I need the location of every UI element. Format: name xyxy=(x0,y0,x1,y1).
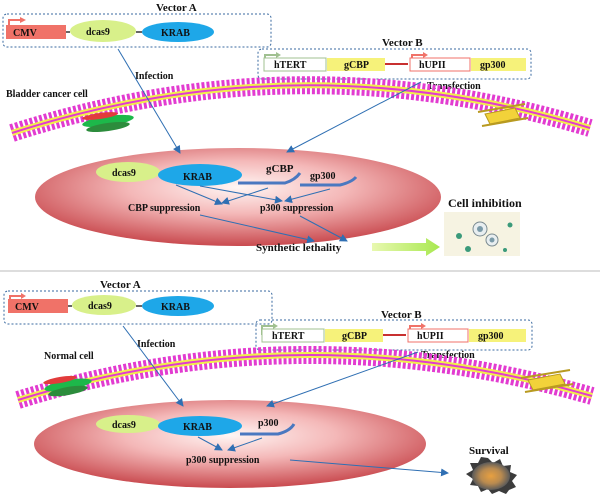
bottom-nucleus-p300-label: p300 xyxy=(258,418,279,429)
top-nucleus-gp300-label: gp300 xyxy=(310,171,336,182)
top-cell-inhibition-image xyxy=(444,212,520,256)
top-cmv-box xyxy=(6,25,66,39)
top-hupii-label: hUPII xyxy=(419,60,446,71)
top-transfection-label: Transfection xyxy=(427,81,481,92)
top-cmv-label: CMV xyxy=(13,28,38,39)
top-outcome-label: Cell inhibition xyxy=(448,196,522,210)
top-infection-arrow xyxy=(117,48,181,154)
bottom-nucleus-krab-label: KRAB xyxy=(183,422,212,433)
bottom-transfection-label: Transfection xyxy=(421,350,475,361)
bottom-gcbp-box xyxy=(325,329,383,342)
bottom-krab-label: KRAB xyxy=(161,302,190,313)
bottom-htert-label: hTERT xyxy=(272,331,305,342)
bottom-cmv-box xyxy=(8,299,68,313)
bottom-membrane-receptor-left xyxy=(43,375,92,397)
bottom-membrane-receptor-right xyxy=(520,369,574,393)
top-htert-box xyxy=(263,57,327,72)
bottom-vector-b: Vector B hTERT gCBP hUPII gp300 xyxy=(255,309,533,351)
bottom-gcbp-label: gCBP xyxy=(342,331,367,342)
top-vector-b-title: Vector B xyxy=(382,37,423,49)
top-vector-a: Vector A CMV dcas9 KRAB xyxy=(2,2,272,48)
bottom-infection-label: Infection xyxy=(137,339,176,350)
top-membrane-receptor-right xyxy=(477,103,529,127)
bottom-dcas9-label: dcas9 xyxy=(88,301,112,312)
bottom-infection-arrow xyxy=(122,325,184,407)
bottom-hupii-label: hUPII xyxy=(417,331,444,342)
bottom-vector-b-title: Vector B xyxy=(381,309,422,321)
top-lethality-arrow xyxy=(372,238,440,256)
bottom-cmv-label: CMV xyxy=(15,302,40,313)
bottom-nucleus-arrows xyxy=(197,436,449,477)
bottom-vector-b-box xyxy=(255,319,533,351)
top-vector-b-box xyxy=(257,48,532,80)
top-nucleus-arrows xyxy=(175,184,348,244)
bottom-outcome-label: Survival xyxy=(469,445,509,457)
bottom-cell-membrane xyxy=(15,345,595,409)
top-transfection-arrow xyxy=(286,81,422,153)
bottom-hupii-box xyxy=(407,328,469,343)
top-gp300-box xyxy=(471,58,526,71)
top-nucleus xyxy=(35,148,441,246)
top-nucleus-dcas9-label: dcas9 xyxy=(112,168,136,179)
bottom-dcas9-shape xyxy=(72,295,136,315)
bottom-p300-strand xyxy=(240,423,296,436)
top-infection-label: Infection xyxy=(135,71,174,82)
top-dcas9-shape xyxy=(70,20,136,42)
top-nucleus-dcas9 xyxy=(96,162,160,182)
bottom-transfection-arrow xyxy=(266,351,419,408)
bottom-krab-shape xyxy=(142,296,214,316)
bottom-nucleus-dcas9 xyxy=(96,415,160,433)
top-panel: Vector A CMV dcas9 KRAB Vector B hTERT g… xyxy=(2,2,593,256)
top-nucleus-gcbp-label: gCBP xyxy=(266,163,294,175)
bottom-cell-label: Normal cell xyxy=(44,351,94,362)
bottom-htert-box xyxy=(261,328,325,343)
top-gcbp-label: gCBP xyxy=(344,60,369,71)
top-nucleus-krab xyxy=(158,164,242,186)
top-membrane-receptor-left xyxy=(82,112,134,133)
top-htert-label: hTERT xyxy=(274,60,307,71)
bottom-vector-a-box xyxy=(3,290,273,325)
top-vector-a-title: Vector A xyxy=(156,2,197,14)
bottom-gp300-box xyxy=(469,329,526,342)
top-krab-label: KRAB xyxy=(161,28,190,39)
top-gp300-label: gp300 xyxy=(480,60,506,71)
top-p300-suppression: p300 suppression xyxy=(260,203,334,214)
bottom-gp300-label: gp300 xyxy=(478,331,504,342)
bottom-panel: Vector A CMV dcas9 KRAB Vector B hTERT g… xyxy=(3,279,595,494)
top-vector-b: Vector B hTERT gCBP hUPII gp300 xyxy=(257,37,532,80)
bottom-nucleus xyxy=(34,400,426,488)
top-cbp-suppression: CBP suppression xyxy=(128,203,201,214)
bottom-p300-suppression: p300 suppression xyxy=(186,455,260,466)
top-gp300-strand xyxy=(300,175,358,187)
top-gcbp-strand xyxy=(238,172,302,185)
top-vector-a-box xyxy=(2,13,272,48)
top-hupii-box xyxy=(409,57,471,72)
top-dcas9-label: dcas9 xyxy=(86,27,110,38)
bottom-survival-cell xyxy=(466,457,517,494)
bottom-nucleus-krab xyxy=(158,416,242,436)
top-gcbp-box xyxy=(327,58,385,71)
top-krab-shape xyxy=(142,22,214,42)
top-nucleus-krab-label: KRAB xyxy=(183,172,212,183)
top-cell-label: Bladder cancer cell xyxy=(6,89,88,100)
bottom-vector-a-title: Vector A xyxy=(100,279,141,291)
bottom-vector-a: Vector A CMV dcas9 KRAB xyxy=(3,279,273,325)
bottom-nucleus-dcas9-label: dcas9 xyxy=(112,420,136,431)
top-synthetic-lethality: Synthetic lethality xyxy=(256,242,342,254)
